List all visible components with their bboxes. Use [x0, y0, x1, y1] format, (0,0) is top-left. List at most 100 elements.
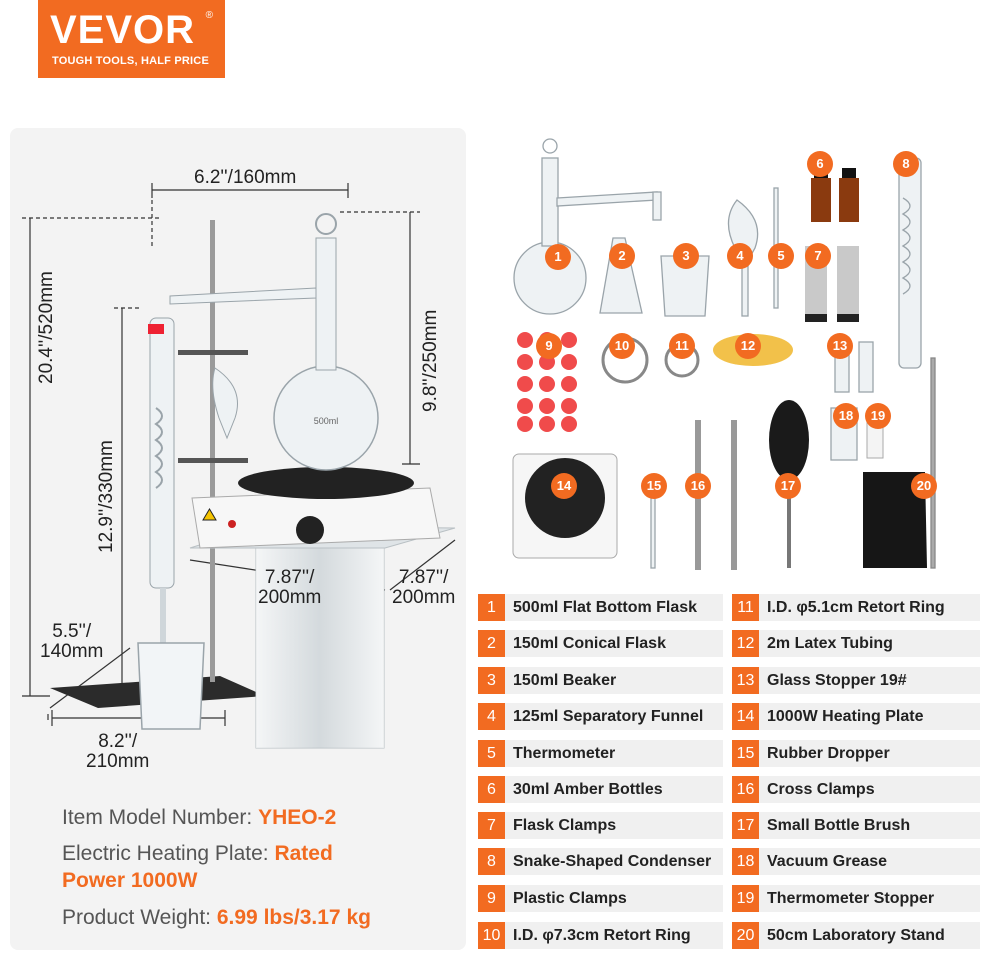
parts-illustration	[512, 138, 936, 570]
part-badge-12: 12	[735, 333, 761, 359]
legend-label: Small Bottle Brush	[767, 816, 911, 834]
legend-number: 12	[732, 630, 759, 657]
legend-number: 1	[478, 594, 505, 621]
legend-number: 20	[732, 922, 759, 949]
legend-number: 19	[732, 885, 759, 912]
legend-item-16: 16 Cross Clamps	[732, 776, 980, 803]
part-badge-15: 15	[641, 473, 667, 499]
legend-item-8: 8 Snake-Shaped Condenser	[478, 848, 723, 875]
dim-plate-depth: 7.87''/ 200mm	[392, 568, 455, 608]
distillation-kit-illustration: 500ml	[22, 183, 456, 749]
dim-stand-depth: 5.5''/ 140mm	[40, 622, 103, 662]
legend-number: 17	[732, 812, 759, 839]
legend-label: Vacuum Grease	[767, 852, 888, 870]
part-badge-5: 5	[768, 243, 794, 269]
part-badge-13: 13	[827, 333, 853, 359]
legend-number: 9	[478, 885, 505, 912]
spec-weight-label: Product Weight:	[62, 906, 217, 929]
legend-number: 16	[732, 776, 759, 803]
dim-base-width-imperial: 8.2''/	[98, 731, 138, 752]
part-badge-6: 6	[807, 151, 833, 177]
part-badge-9: 9	[536, 333, 562, 359]
legend-item-4: 4 125ml Separatory Funnel	[478, 703, 723, 730]
legend-label: 30ml Amber Bottles	[513, 780, 663, 798]
legend-label: Cross Clamps	[767, 780, 875, 798]
part-badge-17: 17	[775, 473, 801, 499]
dim-plate-width-metric: 200mm	[258, 586, 322, 608]
legend-label: 150ml Beaker	[513, 671, 617, 689]
legend-item-7: 7 Flask Clamps	[478, 812, 723, 839]
product-dimension-card: 500ml 6.2''/160mm 20.4''/520mm 9.8''/250…	[10, 128, 466, 950]
part-badge-11: 11	[669, 333, 695, 359]
legend-label: Glass Stopper 19#	[767, 671, 907, 689]
dim-plate-width: 7.87''/ 200mm	[258, 568, 321, 608]
legend-label: 1000W Heating Plate	[767, 707, 924, 725]
dim-total-height: 20.4''/520mm	[36, 271, 57, 384]
legend-item-19: 19 Thermometer Stopper	[732, 885, 980, 912]
legend-number: 15	[732, 740, 759, 767]
legend-label: Rubber Dropper	[767, 744, 890, 762]
spec-heating-label: Electric Heating Plate:	[62, 842, 275, 865]
vevor-logo: VEVOR ® TOUGH TOOLS, HALF PRICE	[38, 0, 225, 78]
dim-flask-height: 9.8''/250mm	[420, 309, 441, 412]
logo-registered-mark: ®	[205, 10, 213, 21]
part-badge-7: 7	[805, 243, 831, 269]
spec-heating: Electric Heating Plate: Rated Power 1000…	[62, 840, 333, 895]
legend-number: 5	[478, 740, 505, 767]
legend-label: 150ml Conical Flask	[513, 634, 666, 652]
legend-number: 14	[732, 703, 759, 730]
part-badge-3: 3	[673, 243, 699, 269]
legend-label: Thermometer Stopper	[767, 889, 935, 907]
part-badge-10: 10	[609, 333, 635, 359]
legend-number: 11	[732, 594, 759, 621]
dim-stand-depth-metric: 140mm	[40, 640, 104, 662]
part-badge-19: 19	[865, 403, 891, 429]
dim-plate-depth-imperial: 7.87''/	[398, 567, 449, 588]
spec-model-label: Item Model Number:	[62, 806, 259, 829]
legend-item-6: 6 30ml Amber Bottles	[478, 776, 723, 803]
legend-item-1: 1 500ml Flat Bottom Flask	[478, 594, 723, 621]
part-badge-2: 2	[609, 243, 635, 269]
spec-heating-value-2: Power 1000W	[62, 869, 198, 893]
dim-plate-width-imperial: 7.87''/	[264, 567, 315, 588]
part-badge-1: 1	[545, 244, 571, 270]
legend-number: 8	[478, 848, 505, 875]
part-badge-14: 14	[551, 473, 577, 499]
legend-label: 500ml Flat Bottom Flask	[513, 598, 698, 616]
legend-label: Thermometer	[513, 744, 616, 762]
spec-weight-value: 6.99 lbs/3.17 kg	[216, 906, 371, 929]
logo-tagline: TOUGH TOOLS, HALF PRICE	[52, 55, 209, 67]
legend-item-17: 17 Small Bottle Brush	[732, 812, 980, 839]
part-badge-16: 16	[685, 473, 711, 499]
dim-top-width: 6.2''/160mm	[194, 167, 297, 188]
spec-weight: Product Weight: 6.99 lbs/3.17 kg	[62, 904, 371, 931]
legend-label: I.D. φ7.3cm Retort Ring	[513, 926, 691, 944]
part-badge-8: 8	[893, 151, 919, 177]
legend-item-14: 14 1000W Heating Plate	[732, 703, 980, 730]
legend-number: 6	[478, 776, 505, 803]
legend-item-15: 15 Rubber Dropper	[732, 740, 980, 767]
legend-item-3: 3 150ml Beaker	[478, 667, 723, 694]
part-badge-18: 18	[833, 403, 859, 429]
logo-wordmark: VEVOR	[50, 8, 196, 52]
legend-number: 13	[732, 667, 759, 694]
legend-label: Snake-Shaped Condenser	[513, 852, 712, 870]
legend-number: 7	[478, 812, 505, 839]
legend-label: 2m Latex Tubing	[767, 634, 893, 652]
dim-plate-depth-metric: 200mm	[392, 586, 456, 608]
legend-number: 3	[478, 667, 505, 694]
legend-item-5: 5 Thermometer	[478, 740, 723, 767]
legend-label: 125ml Separatory Funnel	[513, 707, 704, 725]
spec-heating-value-1: Rated	[274, 842, 333, 865]
legend-label: Flask Clamps	[513, 816, 617, 834]
legend-item-12: 12 2m Latex Tubing	[732, 630, 980, 657]
legend-label: I.D. φ5.1cm Retort Ring	[767, 598, 945, 616]
dim-stand-depth-imperial: 5.5''/	[52, 621, 92, 642]
part-badge-4: 4	[727, 243, 753, 269]
legend-number: 4	[478, 703, 505, 730]
